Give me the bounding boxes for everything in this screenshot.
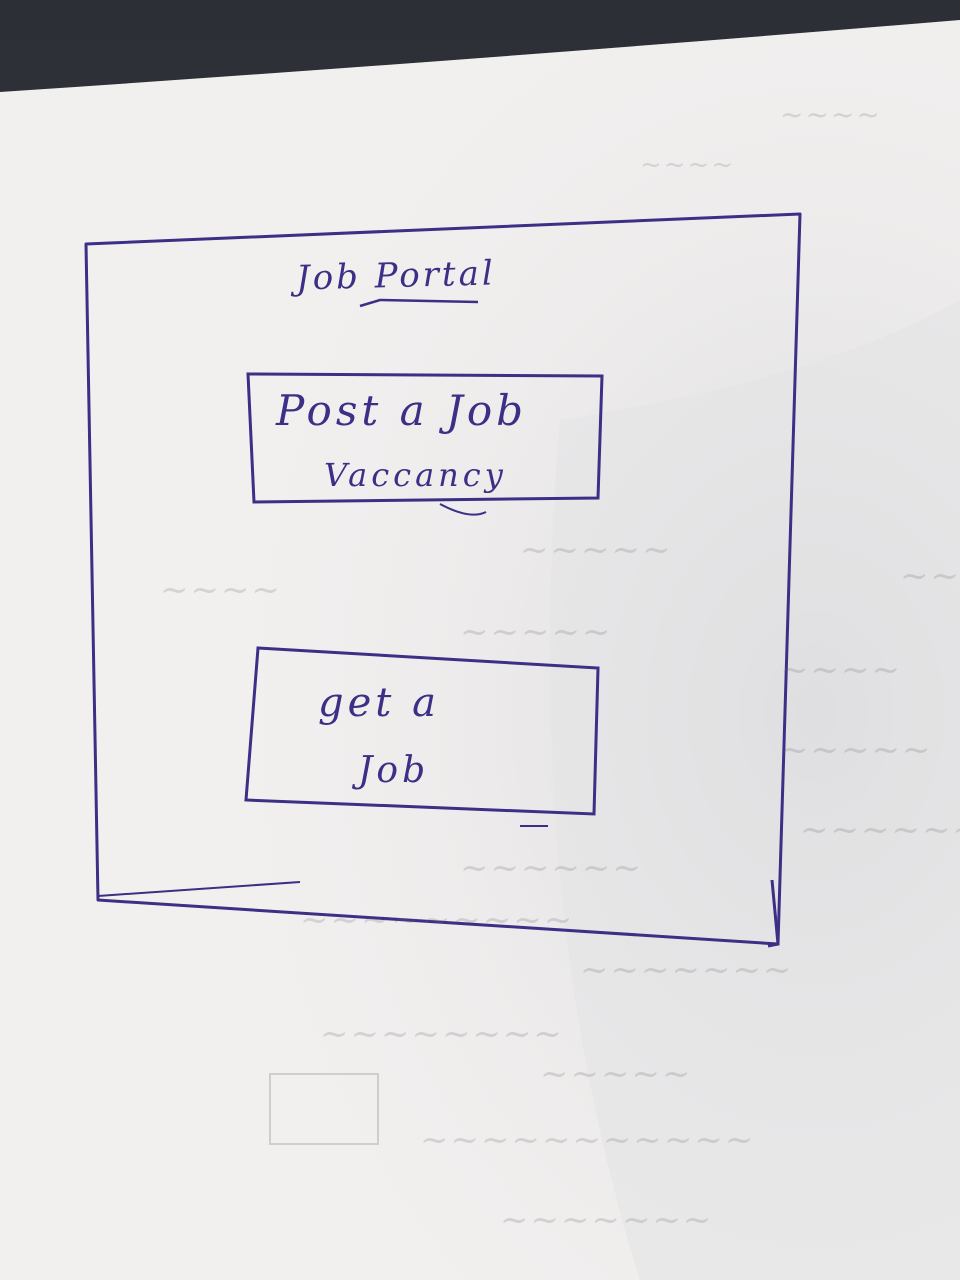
post-job-vacancy-button[interactable]: Post a Job Vaccancy <box>250 372 602 504</box>
page-title: Job Portal <box>295 253 497 299</box>
get-a-job-button[interactable]: get a Job <box>248 646 604 822</box>
get-a-label: get a <box>318 680 440 726</box>
post-job-descender <box>439 503 487 516</box>
ghost-scribble: ~~~~ <box>160 570 282 610</box>
ghost-scribble: ~~~~~~~ <box>500 1200 714 1240</box>
paper-shadow-right <box>550 300 960 1280</box>
post-job-label: Post a Job <box>276 386 528 435</box>
ghost-scribble: ~~~~~ <box>520 530 673 570</box>
ghost-scribble: ~~~~ <box>780 650 902 690</box>
post-job-box <box>246 372 604 504</box>
ghost-scribble: ~~~~~~ <box>800 810 960 850</box>
ghost-scribble: ~~~~~ <box>460 612 613 652</box>
outer-frame-stroke <box>97 881 301 897</box>
ghost-scribble: ~~~~~~~~ <box>320 1014 564 1054</box>
ghost-scribble: ~~~~ <box>640 150 736 180</box>
ghost-rectangle <box>269 1073 379 1145</box>
ghost-scribble: ~~~~~~~~~ <box>300 900 575 940</box>
get-job-box <box>244 646 600 816</box>
job-label: Job <box>358 750 430 791</box>
ghost-scribble: ~~~~~~ <box>460 848 643 888</box>
ghost-scribble: ~~~~~ <box>540 1054 693 1094</box>
ghost-scribble: ~~~ <box>900 556 960 596</box>
ghost-scribble: ~~~~~~~ <box>580 950 794 990</box>
outer-frame-corner <box>767 879 780 948</box>
ghost-scribble: ~~~~ <box>780 98 882 131</box>
ghost-scribble: ~~~~~~~~~~~ <box>420 1120 756 1160</box>
title-underline <box>359 298 479 308</box>
ghost-scribble: ~~~~~ <box>780 730 933 770</box>
vacancy-label: Vaccancy <box>324 456 507 494</box>
